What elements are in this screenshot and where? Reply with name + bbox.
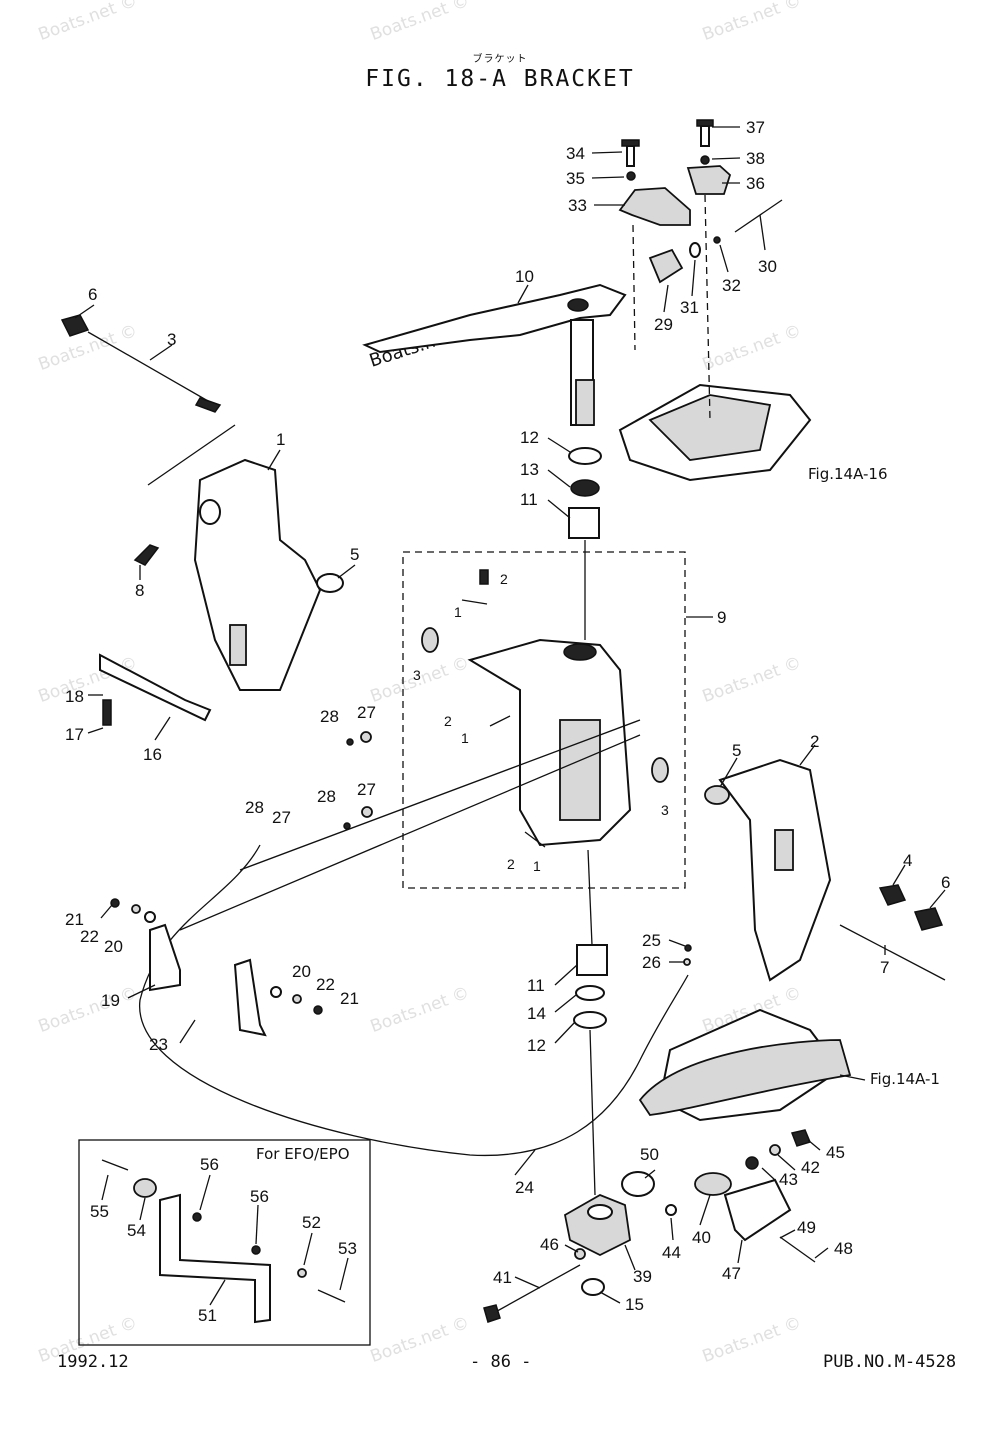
callout: 29: [654, 315, 673, 334]
callout: 54: [127, 1221, 146, 1240]
title-japanese: ブラケット: [472, 54, 528, 65]
steering-arm-assembly: [362, 119, 812, 482]
callout: 27: [272, 808, 291, 827]
callout: 4: [903, 851, 912, 870]
inset-caption: For EFO/EPO: [256, 1145, 350, 1163]
callout: 21: [65, 910, 84, 929]
callout: 25: [642, 931, 661, 950]
footer-page-number: - 86 -: [470, 1352, 532, 1372]
clamp-bracket-right: [704, 758, 946, 982]
callout: 10: [515, 267, 534, 286]
efo-epo-inset-box: [78, 1139, 371, 1346]
callout: 2: [444, 713, 452, 729]
callout: 15: [625, 1295, 644, 1314]
callout: 23: [149, 1035, 168, 1054]
callout: 28: [320, 707, 339, 726]
callout: 27: [357, 780, 376, 799]
callout: 16: [143, 745, 162, 764]
callout-numbers: 37 34 38 35 36 33 30 32 31 29 10 6 3 12 …: [65, 118, 950, 1325]
figure-reference-top: Fig.14A-16: [808, 465, 888, 483]
callout: 42: [801, 1158, 820, 1177]
callout: 19: [101, 991, 120, 1010]
callout: 5: [732, 741, 741, 760]
callout: 44: [662, 1243, 681, 1262]
callout: 20: [104, 937, 123, 956]
efo-epo-parts: [101, 1159, 346, 1324]
callout: 43: [779, 1170, 798, 1189]
callout: 22: [80, 927, 99, 946]
callout: 27: [357, 703, 376, 722]
callout: 22: [316, 975, 335, 994]
callout: 8: [135, 581, 144, 600]
callout: 56: [200, 1155, 219, 1174]
callout: 51: [198, 1306, 217, 1325]
callout: 53: [338, 1239, 357, 1258]
callout: 40: [692, 1228, 711, 1247]
callout: 1: [461, 730, 469, 746]
callout: 20: [292, 962, 311, 981]
callout: 3: [167, 330, 176, 349]
callout: 31: [680, 298, 699, 317]
callout: 2: [507, 856, 515, 872]
callout: 30: [758, 257, 777, 276]
tilt-stopper-assembly: [483, 1008, 852, 1323]
swivel-bracket: [343, 569, 669, 848]
callout: 45: [826, 1143, 845, 1162]
callout: 50: [640, 1145, 659, 1164]
callout: 33: [568, 196, 587, 215]
swivel-bracket-box: [402, 551, 686, 889]
callout: 13: [520, 460, 539, 479]
callout: 48: [834, 1239, 853, 1258]
callout: 28: [317, 787, 336, 806]
callout: 47: [722, 1264, 741, 1283]
callout: 1: [533, 858, 541, 874]
callout: 55: [90, 1202, 109, 1221]
callout: 7: [880, 958, 889, 977]
callout: 14: [527, 1004, 546, 1023]
callout: 39: [633, 1267, 652, 1286]
callout: 36: [746, 174, 765, 193]
page-title: FIG. 18-A BRACKET: [365, 66, 635, 92]
callout: 5: [350, 545, 359, 564]
callout: 49: [797, 1218, 816, 1237]
callout: 41: [493, 1268, 512, 1287]
callout: 35: [566, 169, 585, 188]
figure-reference-bottom: Fig.14A-1: [870, 1070, 940, 1088]
callout: 34: [566, 144, 585, 163]
callout: 3: [661, 802, 669, 818]
callout: 52: [302, 1213, 321, 1232]
callout: 56: [250, 1187, 269, 1206]
callout: 12: [527, 1036, 546, 1055]
callout: 21: [340, 989, 359, 1008]
footer-date: 1992.12: [57, 1352, 129, 1372]
callout: 37: [746, 118, 765, 137]
callout: 11: [520, 490, 538, 509]
callout: 6: [941, 873, 950, 892]
callout: 18: [65, 687, 84, 706]
callout: 9: [717, 608, 726, 627]
wire-harness: [110, 719, 692, 1157]
callout: 2: [500, 571, 508, 587]
footer-pub-number: PUB.NO.M-4528: [823, 1352, 957, 1372]
callout: 2: [810, 732, 819, 751]
callout: 26: [642, 953, 661, 972]
tilt-tube-parts: [568, 447, 608, 1196]
leader-lines: [74, 126, 946, 1306]
callout: 6: [88, 285, 97, 304]
callout: 17: [65, 725, 84, 744]
callout: 11: [527, 976, 545, 995]
callout: 46: [540, 1235, 559, 1254]
callout: 3: [413, 667, 421, 683]
callout: 38: [746, 149, 765, 168]
callout: 1: [276, 430, 285, 449]
callout: 1: [454, 604, 462, 620]
callout: 32: [722, 276, 741, 295]
clamp-bracket-left: [60, 314, 344, 726]
callout: 24: [515, 1178, 534, 1197]
callout: 12: [520, 428, 539, 447]
callout: 28: [245, 798, 264, 817]
